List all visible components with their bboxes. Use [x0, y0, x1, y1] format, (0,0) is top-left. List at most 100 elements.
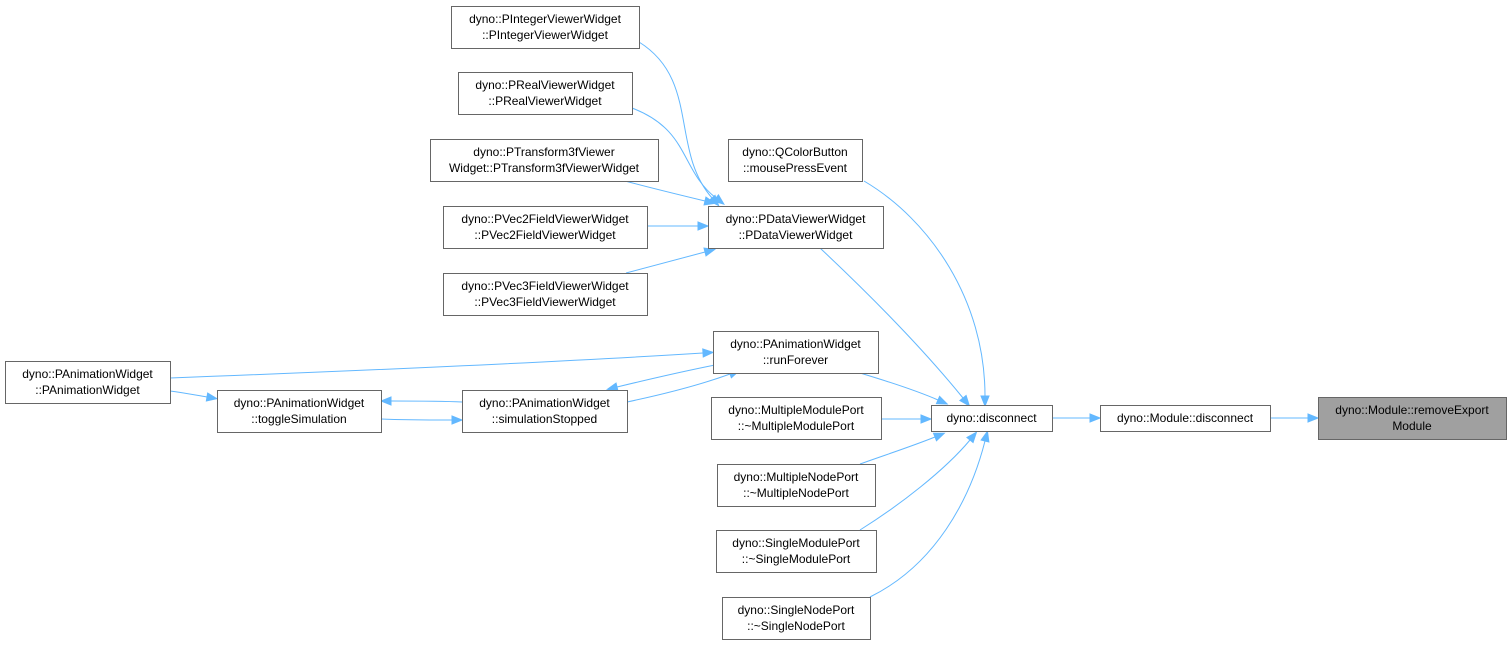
node-label-line: Module	[1392, 419, 1432, 433]
node-singlenode[interactable]: dyno::SingleNodePort::~SingleNodePort	[722, 597, 871, 640]
arrowhead-qcolor-to-disconnect	[980, 395, 990, 408]
edge-panimctor-to-runforever	[169, 352, 704, 379]
node-label-line: ::runForever	[763, 353, 828, 367]
node-label-line: dyno::MultipleNodePort	[734, 470, 859, 484]
arrowhead-singlenode-to-disconnect	[980, 430, 990, 443]
node-label-line: dyno::SingleModulePort	[732, 536, 860, 550]
node-panimctor[interactable]: dyno::PAnimationWidget::PAnimationWidget	[5, 361, 171, 404]
node-pinteger[interactable]: dyno::PIntegerViewerWidget::PIntegerView…	[451, 6, 640, 49]
node-box[interactable]	[430, 139, 659, 182]
arrowhead-preal-to-pdata	[712, 193, 725, 205]
node-label-line: dyno::PAnimationWidget	[730, 337, 861, 351]
arrowhead-multinode-to-disconnect	[932, 432, 946, 442]
edge-pvec3-to-pdata	[625, 251, 706, 274]
node-box[interactable]	[931, 405, 1053, 432]
node-ptransform[interactable]: dyno::PTransform3fViewerWidget::PTransfo…	[430, 139, 659, 182]
node-preal[interactable]: dyno::PRealViewerWidget::PRealViewerWidg…	[458, 72, 633, 115]
node-box[interactable]	[462, 390, 628, 433]
node-box[interactable]	[451, 6, 640, 49]
arrowhead-runforever-to-simstopped	[605, 382, 619, 392]
arrowhead-multimodule-to-disconnect	[920, 414, 933, 424]
node-runforever[interactable]: dyno::PAnimationWidget::runForever	[713, 331, 879, 374]
node-box[interactable]	[713, 331, 879, 374]
node-pvec2[interactable]: dyno::PVec2FieldViewerWidget::PVec2Field…	[443, 206, 648, 249]
node-box[interactable]	[708, 206, 884, 249]
node-label-line: ::~MultipleNodePort	[743, 486, 849, 500]
node-label-line: dyno::PDataViewerWidget	[726, 212, 867, 226]
edge-panimctor-to-togglesim	[169, 390, 208, 398]
arrowhead-panimctor-to-runforever	[702, 348, 715, 358]
arrowhead-pvec2-to-pdata	[697, 221, 710, 231]
node-label-line: ::toggleSimulation	[251, 412, 346, 426]
edge-simstopped-to-runforever	[626, 373, 731, 403]
edge-ptransform-to-pdata	[624, 180, 706, 202]
node-label-line: dyno::Module::disconnect	[1117, 411, 1254, 425]
node-label-line: ::~SingleModulePort	[742, 552, 851, 566]
node-multimodule[interactable]: dyno::MultipleModulePort::~MultipleModul…	[711, 397, 882, 440]
arrowhead-ptransform-to-pdata	[703, 196, 717, 206]
node-module_disconnect[interactable]: dyno::Module::disconnect	[1100, 405, 1271, 432]
edge-multinode-to-disconnect	[859, 436, 936, 465]
node-label-line: dyno::disconnect	[946, 411, 1037, 425]
node-box[interactable]	[458, 72, 633, 115]
node-pdata[interactable]: dyno::PDataViewerWidget::PDataViewerWidg…	[708, 206, 884, 249]
node-box[interactable]	[728, 139, 863, 182]
node-label-line: ::~MultipleModulePort	[738, 419, 855, 433]
node-label-line: ::PDataViewerWidget	[739, 228, 853, 242]
node-label-line: Widget::PTransform3fViewerWidget	[449, 161, 640, 175]
node-multinode[interactable]: dyno::MultipleNodePort::~MultipleNodePor…	[717, 464, 876, 507]
node-box[interactable]	[711, 397, 882, 440]
node-label-line: dyno::PVec3FieldViewerWidget	[461, 279, 629, 293]
arrowhead-disconnect-to-module_disconnect	[1089, 413, 1102, 423]
arrowhead-simstopped-to-togglesim	[379, 396, 392, 406]
node-qcolor[interactable]: dyno::QColorButton::mousePressEvent	[728, 139, 863, 182]
node-simstopped[interactable]: dyno::PAnimationWidget::simulationStoppe…	[462, 390, 628, 433]
node-label-line: dyno::MultipleModulePort	[728, 403, 864, 417]
nodes-layer: dyno::Module::removeExportModuledyno::Mo…	[5, 6, 1507, 640]
node-box[interactable]	[5, 361, 171, 404]
node-label-line: ::PIntegerViewerWidget	[482, 28, 609, 42]
edge-singlemodule-to-disconnect	[859, 439, 971, 531]
node-label-line: ::simulationStopped	[492, 412, 597, 426]
node-box[interactable]	[217, 390, 382, 433]
edge-singlenode-to-disconnect	[869, 440, 986, 598]
arrowhead-module_disconnect-to-remove_export	[1307, 413, 1320, 423]
edge-pinteger-to-pdata	[638, 41, 713, 199]
node-box[interactable]	[443, 206, 648, 249]
node-label-line: ::PRealViewerWidget	[488, 94, 602, 108]
node-label-line: ::PAnimationWidget	[35, 383, 140, 397]
node-label-line: dyno::Module::removeExport	[1335, 403, 1489, 417]
node-singlemodule[interactable]: dyno::SingleModulePort::~SingleModulePor…	[716, 530, 877, 573]
edge-runforever-to-disconnect	[859, 372, 939, 401]
node-label-line: ::~SingleNodePort	[747, 619, 845, 633]
node-box[interactable]	[717, 464, 876, 507]
node-disconnect[interactable]: dyno::disconnect	[931, 405, 1053, 432]
node-togglesim[interactable]: dyno::PAnimationWidget::toggleSimulation	[217, 390, 382, 433]
node-label-line: ::PVec3FieldViewerWidget	[474, 295, 616, 309]
node-label-line: dyno::PAnimationWidget	[234, 396, 365, 410]
arrowhead-pdata-to-disconnect	[959, 394, 971, 407]
arrowhead-runforever-to-disconnect	[935, 395, 949, 405]
arrowhead-togglesim-to-simstopped	[451, 415, 464, 425]
node-label-line: dyno::PTransform3fViewer	[473, 145, 614, 159]
arrowhead-singlemodule-to-disconnect	[966, 431, 978, 444]
node-box[interactable]	[1318, 397, 1507, 440]
node-label-line: dyno::SingleNodePort	[738, 603, 855, 617]
node-box[interactable]	[722, 597, 871, 640]
edge-simstopped-to-togglesim	[390, 400, 463, 403]
node-label-line: dyno::PVec2FieldViewerWidget	[461, 212, 629, 226]
node-label-line: ::PVec2FieldViewerWidget	[474, 228, 616, 242]
node-box[interactable]	[716, 530, 877, 573]
node-label-line: dyno::PIntegerViewerWidget	[469, 12, 622, 26]
node-box[interactable]	[1100, 405, 1271, 432]
node-pvec3[interactable]: dyno::PVec3FieldViewerWidget::PVec3Field…	[443, 273, 648, 316]
node-label-line: dyno::PAnimationWidget	[22, 367, 153, 381]
node-box[interactable]	[443, 273, 648, 316]
edge-preal-to-pdata	[631, 107, 717, 199]
edges-layer	[169, 41, 1320, 598]
edge-runforever-to-simstopped	[616, 364, 716, 388]
edge-togglesim-to-simstopped	[380, 418, 453, 421]
edge-pdata-to-disconnect	[819, 247, 964, 399]
